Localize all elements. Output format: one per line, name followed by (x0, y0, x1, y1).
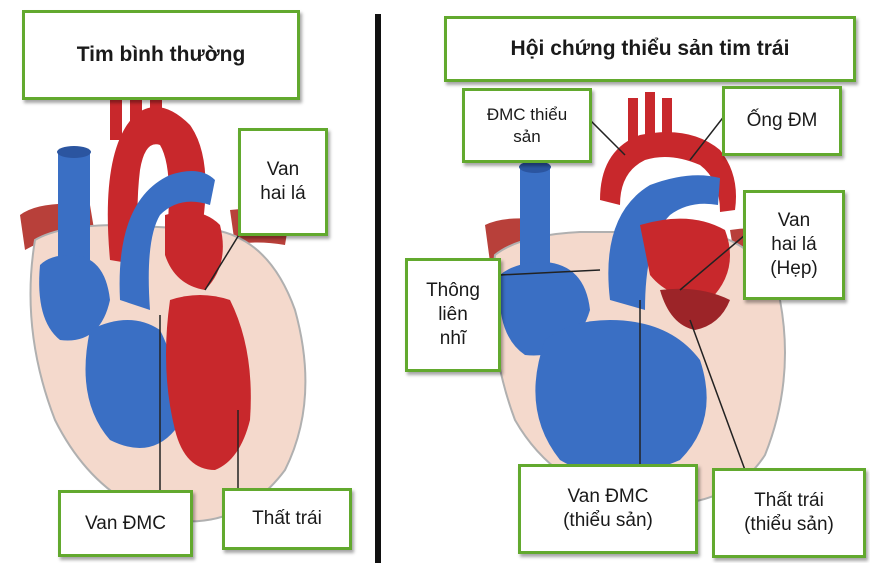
label-aortic-valve-hypoplastic: Van ĐMC (thiểu sản) (518, 464, 698, 554)
label-hypoplastic-aorta: ĐMC thiểu sản (462, 88, 592, 163)
hlhs-superior-vena-cava (520, 165, 550, 275)
label-mitral-valve: Van hai lá (238, 128, 328, 236)
hlhs-aorta-leader (590, 120, 625, 155)
label-left-ventricle: Thất trái (222, 488, 352, 550)
label-atrial-septal-defect: Thông liên nhĩ (405, 258, 501, 372)
normal-heart-title: Tim bình thường (22, 10, 300, 100)
normal-aortic-branch-3 (150, 98, 162, 138)
hlhs-right-ventricle (535, 320, 706, 475)
normal-svc-opening (57, 146, 91, 158)
label-aortic-valve: Van ĐMC (58, 490, 193, 557)
label-ductus: Ống ĐM (722, 86, 842, 156)
hlhs-title: Hội chứng thiểu sản tim trái (444, 16, 856, 82)
label-mitral-valve-narrow: Van hai lá (Hẹp) (743, 190, 845, 300)
hlhs-aortic-branch-2 (645, 92, 655, 137)
hlhs-aortic-branch-1 (628, 98, 638, 143)
label-left-ventricle-hypoplastic: Thất trái (thiểu sản) (712, 468, 866, 558)
panel-divider (375, 14, 381, 563)
normal-superior-vena-cava (58, 150, 90, 270)
hlhs-aortic-branch-3 (662, 98, 672, 143)
normal-aortic-branch-1 (110, 100, 122, 140)
